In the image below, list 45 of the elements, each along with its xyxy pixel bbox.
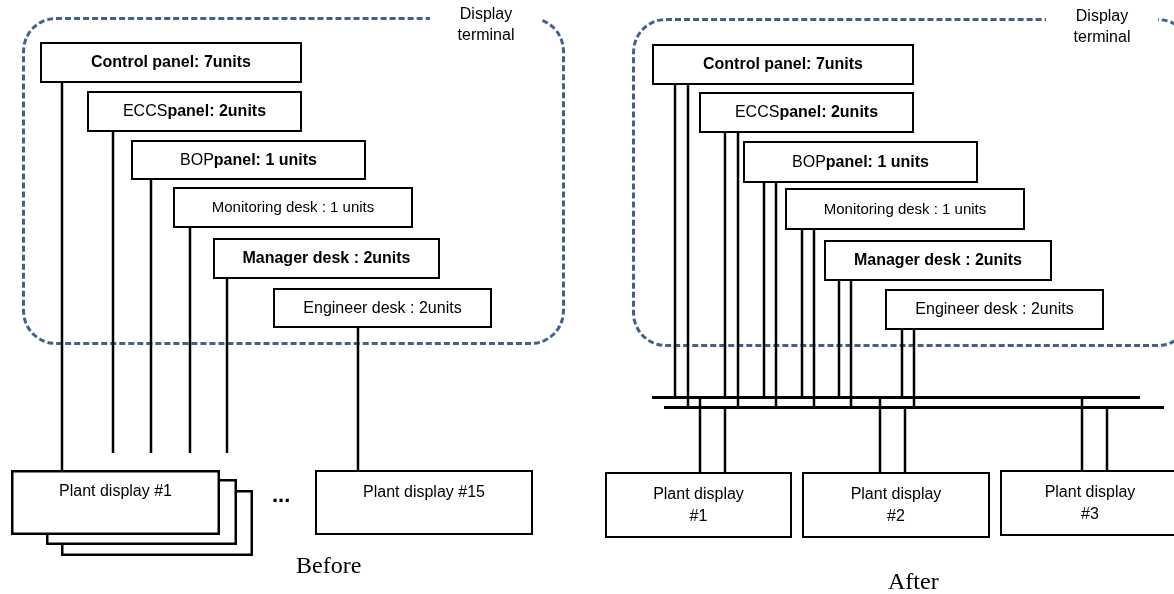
connector-line <box>762 183 766 396</box>
terminal-box: ECCSpanel: 2units <box>87 91 302 132</box>
connector-line <box>1105 409 1109 470</box>
connector-line <box>912 330 916 406</box>
connector-line <box>149 180 153 453</box>
connector-line <box>686 85 690 406</box>
connector-line <box>878 399 882 472</box>
ellipsis-text: ... <box>272 482 291 508</box>
connector-line <box>60 83 64 470</box>
terminal-box: ECCSpanel: 2units <box>699 92 914 133</box>
display-box: Plant display #1 <box>605 472 792 538</box>
connector-line <box>800 230 804 396</box>
bus-line <box>664 406 1164 409</box>
connector-line <box>903 409 907 472</box>
terminal-box: Manager desk : 2units <box>213 238 440 279</box>
connector-line <box>837 281 841 396</box>
terminal-box: Monitoring desk : 1 units <box>173 187 413 228</box>
connector-line <box>812 230 816 406</box>
terminal-box: BOPpanel: 1 units <box>743 141 978 183</box>
connector-line <box>900 330 904 396</box>
terminal-box: Control panel: 7units <box>652 44 914 85</box>
terminal-box: BOPpanel: 1 units <box>131 140 366 180</box>
connector-line <box>1080 399 1084 470</box>
bus-line <box>652 396 1140 399</box>
connector-line <box>225 279 229 453</box>
connector-line <box>111 132 115 453</box>
terminal-box: Manager desk : 2units <box>824 240 1052 281</box>
terminal-box: Engineer desk : 2units <box>885 289 1104 330</box>
terminal-box: Control panel: 7units <box>40 42 302 83</box>
connector-line <box>356 328 360 470</box>
display-box: Plant display #15 <box>315 470 533 535</box>
terminal-box: Engineer desk : 2units <box>273 288 492 328</box>
panel-caption: After <box>888 568 939 594</box>
display-box: Plant display #2 <box>802 472 990 538</box>
connector-line <box>736 133 740 406</box>
connector-line <box>723 409 727 472</box>
connector-line <box>849 281 853 406</box>
connector-line <box>774 183 778 406</box>
panel-caption: Before <box>296 552 362 579</box>
display-box: Plant display #3 <box>1000 470 1174 536</box>
terminal-box: Monitoring desk : 1 units <box>785 188 1025 230</box>
connector-line <box>723 133 727 396</box>
connector-line <box>698 399 702 472</box>
connector-line <box>188 228 192 453</box>
connector-line <box>673 85 677 396</box>
